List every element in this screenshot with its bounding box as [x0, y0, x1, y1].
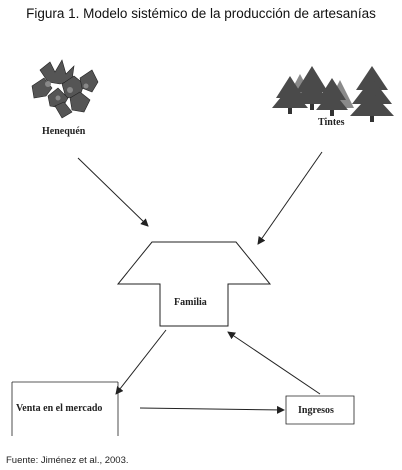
label-tintes: Tintes — [318, 117, 345, 128]
arrow-ingresos-to-familia — [227, 331, 321, 395]
agave-plant-icon — [31, 59, 99, 119]
pine-trees-icon — [272, 66, 394, 122]
arrow-henequen-to-familia — [77, 157, 149, 227]
label-henequen: Henequén — [42, 126, 86, 137]
label-ingresos: Ingresos — [298, 405, 334, 416]
figure-title: Figura 1. Modelo sistémico de la producc… — [26, 6, 376, 21]
label-familia: Familia — [174, 297, 207, 308]
familia-house-outline — [116, 241, 272, 327]
arrow-familia-to-venta — [115, 329, 167, 395]
label-venta-en-el-mercado: Venta en el mercado — [16, 403, 103, 414]
arrow-tintes-to-familia — [257, 151, 323, 245]
arrow-venta-to-ingresos — [139, 405, 285, 414]
figure-source: Fuente: Jiménez et al., 2003. — [6, 455, 129, 466]
ingresos-box — [285, 395, 355, 425]
